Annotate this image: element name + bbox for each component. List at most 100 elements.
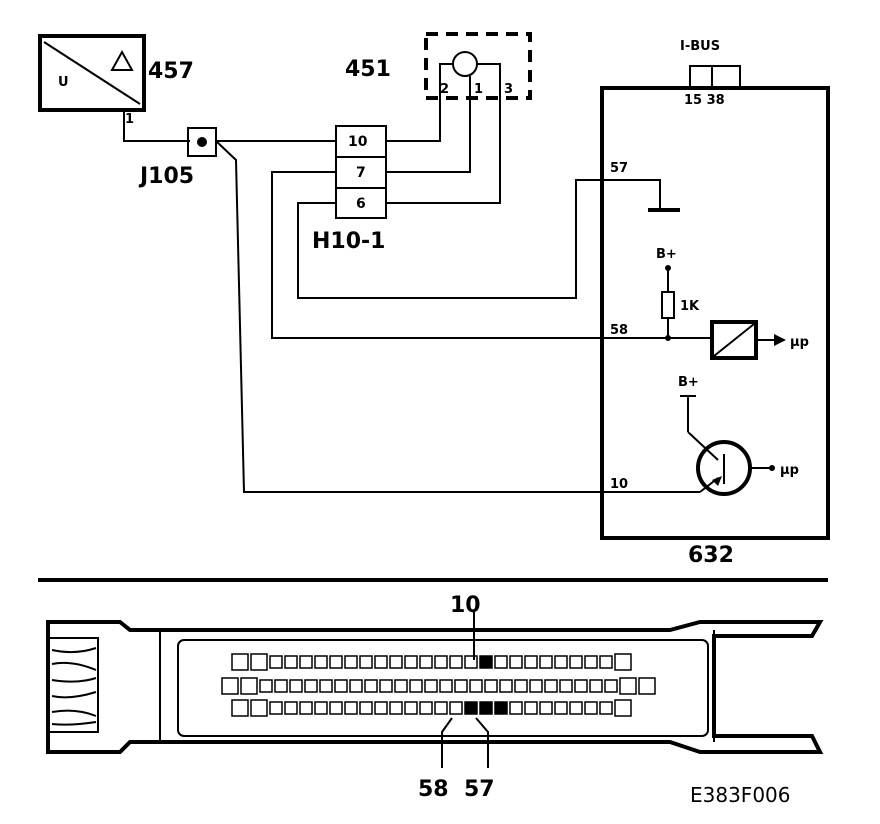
- connector-pin: [329, 655, 343, 669]
- delta-icon: [110, 49, 134, 71]
- connector-pin: [494, 655, 508, 669]
- connector-pin: [599, 701, 613, 715]
- module-632-id: 632: [688, 543, 734, 568]
- connector-pin: [221, 677, 239, 695]
- connector-pin: [614, 653, 632, 671]
- connector-pin: [619, 677, 637, 695]
- connector-pin: [479, 701, 493, 715]
- connector-pin: [559, 679, 573, 693]
- connector-pin: [394, 679, 408, 693]
- sensor-u-label: U: [58, 75, 69, 90]
- connector-pin: [464, 655, 478, 669]
- connector-pin: [434, 701, 448, 715]
- connector-451-pin2: 2: [440, 82, 449, 97]
- connector-pin: [409, 679, 423, 693]
- connector-451-id: 451: [345, 57, 391, 82]
- connector-pin: [364, 679, 378, 693]
- pin-57-label: 57: [610, 161, 628, 176]
- connector-pin: [464, 701, 478, 715]
- h10-pin-10: 10: [348, 134, 368, 150]
- connector-pin: [584, 655, 598, 669]
- connector-pin: [274, 679, 288, 693]
- connector-pin: [289, 679, 303, 693]
- resistor-1k: [661, 291, 675, 319]
- connector-pin: [574, 679, 588, 693]
- connector-pin: [584, 701, 598, 715]
- connector-pin: [314, 655, 328, 669]
- connector-pin: [509, 701, 523, 715]
- connector-pin: [344, 655, 358, 669]
- connector-pin: [424, 679, 438, 693]
- junction-j105-id: J105: [138, 164, 194, 189]
- sensor-457-id: 457: [148, 59, 194, 84]
- connector-pin: [554, 701, 568, 715]
- connector-h10-1: 10 7 6 H10-1: [312, 125, 387, 254]
- connector-pin: [250, 699, 268, 717]
- connector-pin: [419, 655, 433, 669]
- connector-pin: [479, 655, 493, 669]
- connector-pin: [379, 679, 393, 693]
- connector-pin: [240, 677, 258, 695]
- connector-pin: [299, 655, 313, 669]
- connector-pin: [539, 701, 553, 715]
- connector-pin: [524, 655, 538, 669]
- connector-pin: [554, 655, 568, 669]
- connector-451-pin1: 1: [474, 82, 483, 97]
- sensor-457-pin: 1: [125, 112, 134, 127]
- connector-pin: [231, 699, 249, 717]
- connector-pin: [314, 701, 328, 715]
- ibus-pins: 15 38: [684, 93, 725, 108]
- supply-1-label: B+: [656, 247, 677, 262]
- connector-pin: [319, 679, 333, 693]
- connector-pin: [544, 679, 558, 693]
- connector-pin: [539, 655, 553, 669]
- h10-pin-6: 6: [356, 196, 366, 212]
- connector-pin: [449, 655, 463, 669]
- figure-id: E383F006: [690, 783, 791, 807]
- connector-pin: [419, 701, 433, 715]
- pin-58-label: 58: [610, 323, 628, 338]
- h10-pin-7: 7: [356, 165, 366, 181]
- connector-pin: [359, 701, 373, 715]
- connector-pin: [374, 701, 388, 715]
- connector-pin: [589, 679, 603, 693]
- connector-pin: [359, 655, 373, 669]
- connector-pin: [259, 679, 273, 693]
- connector-pin: [334, 679, 348, 693]
- connector-pin: [250, 653, 268, 671]
- connector-pin-grid: [221, 653, 656, 717]
- connector-pin: [638, 677, 656, 695]
- connector-pin: [304, 679, 318, 693]
- connector-pin: [269, 655, 283, 669]
- connector-pin: [299, 701, 313, 715]
- output-1-label: μp: [790, 335, 809, 350]
- connector-pin: [569, 655, 583, 669]
- connector-451-pin3: 3: [504, 82, 513, 97]
- connector-pin: [389, 701, 403, 715]
- connector-pin: [529, 679, 543, 693]
- connector-pin: [439, 679, 453, 693]
- resistor-label: 1K: [680, 299, 700, 314]
- connector-pin: [484, 679, 498, 693]
- callout-57: 57: [464, 777, 495, 802]
- junction-j105: J105: [138, 127, 217, 189]
- connector-h10-1-id: H10-1: [312, 229, 385, 254]
- connector-pin: [569, 701, 583, 715]
- supply-2-label: B+: [678, 375, 699, 390]
- connector-pin: [514, 679, 528, 693]
- connector-pin: [231, 653, 249, 671]
- connector-pin: [374, 655, 388, 669]
- connector-pin: [604, 679, 618, 693]
- output-2-label: μp: [780, 463, 799, 478]
- connector-pin: [469, 679, 483, 693]
- callout-10: 10: [450, 593, 481, 618]
- connector-451: 451 2 1 3: [345, 32, 532, 100]
- connector-pin: [404, 701, 418, 715]
- connector-pin: [454, 679, 468, 693]
- sensor-457: U 457 1: [38, 34, 194, 127]
- connector-pin: [509, 655, 523, 669]
- connector-pin: [284, 701, 298, 715]
- connector-pin: [599, 655, 613, 669]
- connector-pin: [344, 701, 358, 715]
